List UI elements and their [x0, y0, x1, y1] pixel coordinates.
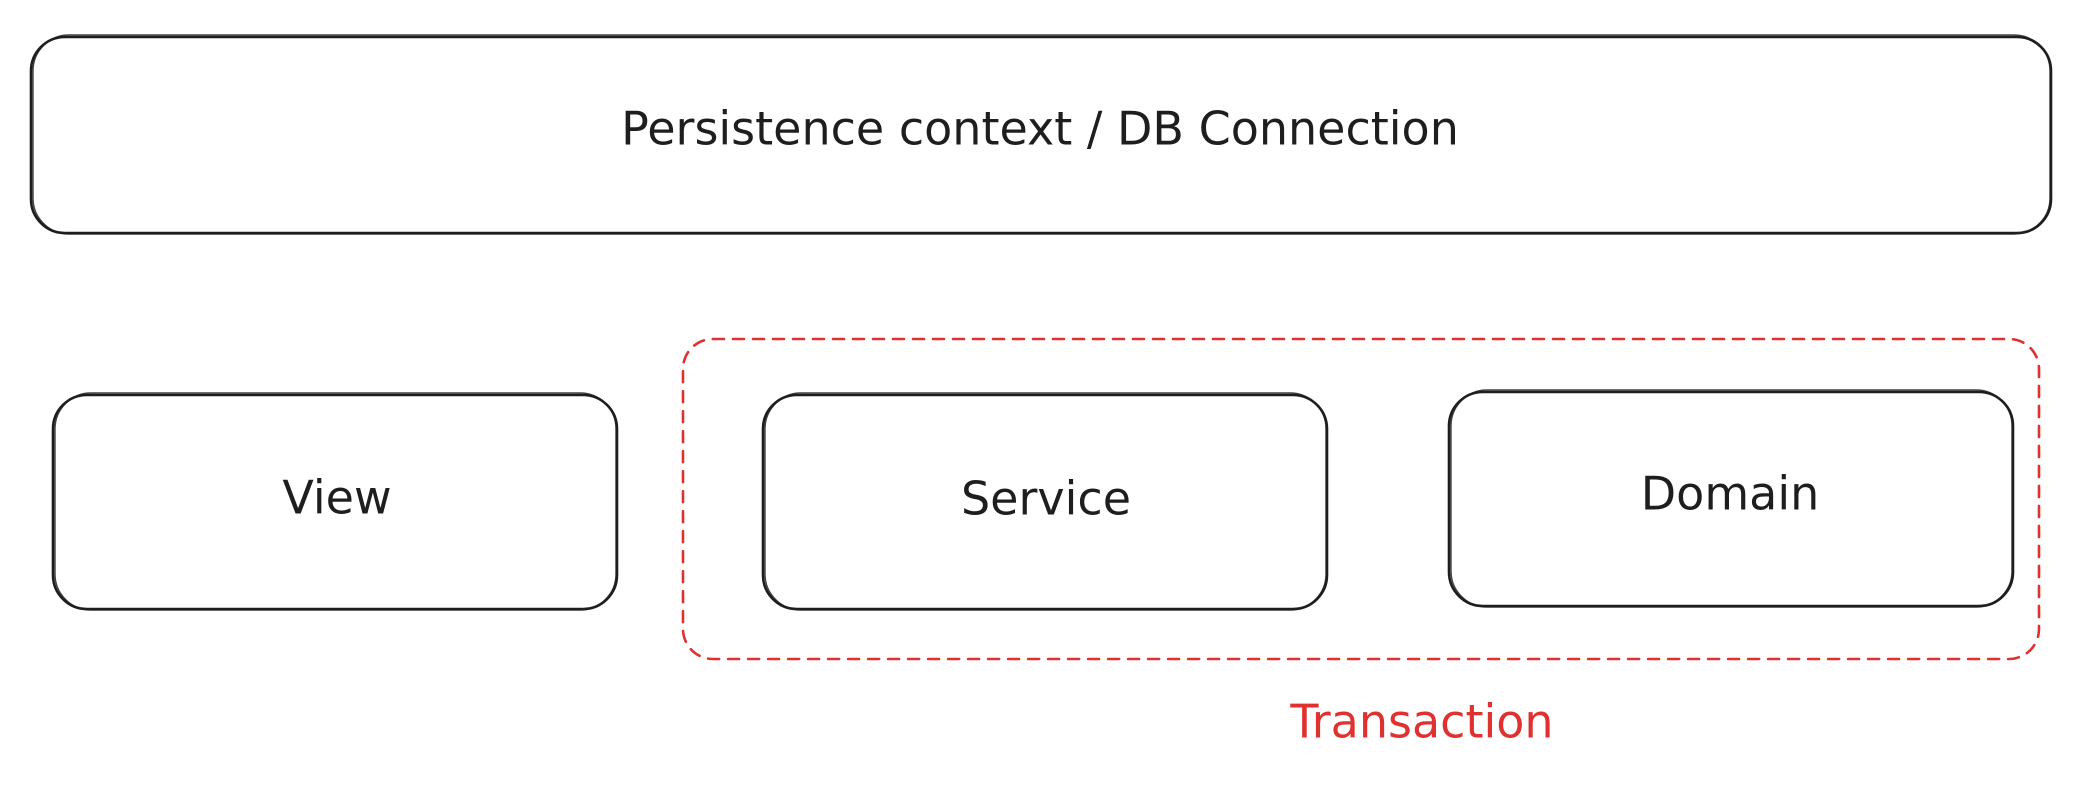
view-box[interactable]: View [51, 392, 619, 611]
domain-label: Domain [1641, 467, 1820, 521]
view-label: View [282, 471, 391, 525]
service-box[interactable]: Service [761, 392, 1329, 611]
service-label: Service [961, 472, 1131, 526]
persistence-context-box[interactable]: Persistence context / DB Connection [29, 34, 2053, 235]
persistence-context-label: Persistence context / DB Connection [621, 102, 1459, 156]
transaction-label: Transaction [1289, 695, 1553, 749]
domain-box[interactable]: Domain [1447, 389, 2015, 608]
transaction-boundary [681, 337, 2041, 661]
